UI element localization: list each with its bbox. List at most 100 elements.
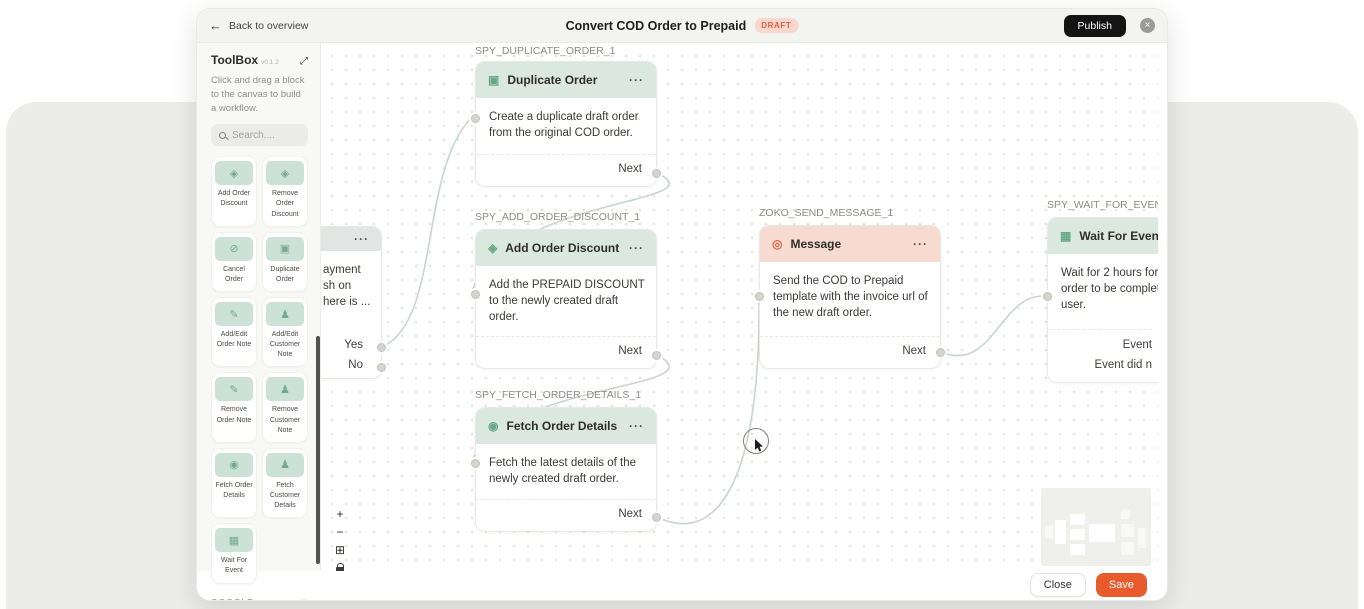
output-port[interactable] bbox=[936, 348, 945, 357]
node-footer: Next bbox=[476, 154, 656, 186]
zoom-in-button[interactable]: + bbox=[336, 506, 344, 521]
node-header: ◈ Add Order Discount ··· bbox=[476, 230, 656, 266]
calendar-icon: ▦ bbox=[228, 534, 240, 547]
save-button[interactable]: Save bbox=[1095, 573, 1147, 597]
input-port[interactable] bbox=[1043, 292, 1052, 301]
node-header: ◎ Message ··· bbox=[760, 226, 940, 262]
node-header: ··· bbox=[321, 227, 381, 251]
workflow-editor-window: ← Back to overview Convert COD Order to … bbox=[196, 8, 1168, 601]
toolbox-item-add-order-discount[interactable]: ◈ Add Order Discount bbox=[211, 156, 257, 227]
toolbox-item-add-edit-customer-note[interactable]: ♟ Add/Edit Customer Note bbox=[262, 297, 308, 368]
output-port[interactable] bbox=[652, 513, 661, 522]
toolbox-item-remove-order-note[interactable]: ✎ Remove Order Note bbox=[211, 372, 257, 443]
node-id-label: ZOKO_SEND_MESSAGE_1 bbox=[759, 207, 894, 219]
tag-icon: ◈ bbox=[280, 167, 290, 180]
node-title: Message bbox=[790, 237, 842, 251]
person-icon: ♟ bbox=[280, 459, 290, 472]
node-menu-icon[interactable]: ··· bbox=[629, 241, 644, 255]
node-body: Wait for 2 hours for order to be complet… bbox=[1061, 267, 1158, 311]
mouse-cursor-icon bbox=[755, 439, 763, 452]
toolbox-item-duplicate-order[interactable]: ▣ Duplicate Order bbox=[262, 231, 308, 292]
toolbox-item-fetch-customer-details[interactable]: ♟ Fetch Customer Details bbox=[262, 447, 308, 519]
node-footer: Next bbox=[476, 336, 656, 368]
close-button[interactable]: Close bbox=[1029, 573, 1086, 597]
sidebar-scrollbar[interactable] bbox=[316, 336, 320, 564]
input-port[interactable] bbox=[755, 292, 764, 301]
back-label: Back to overview bbox=[229, 19, 309, 32]
search-icon bbox=[219, 131, 226, 139]
edge-yes-to-duplicate bbox=[381, 117, 472, 348]
toolbox-search[interactable] bbox=[211, 124, 308, 147]
node-body-text: here is ... bbox=[323, 296, 371, 308]
search-input[interactable] bbox=[232, 129, 302, 141]
details-icon: ◉ bbox=[229, 459, 239, 472]
toolbox-grid: ◈ Add Order Discount ◈ Remove Order Disc… bbox=[211, 156, 308, 584]
publish-button[interactable]: Publish bbox=[1063, 14, 1126, 37]
fit-view-button[interactable]: ⊞ bbox=[334, 542, 346, 557]
node-wait-for-event[interactable]: ▦ Wait For Event Wait for 2 hours for or… bbox=[1043, 217, 1158, 383]
output-label-no: No bbox=[348, 359, 363, 371]
back-to-overview-link[interactable]: ← Back to overview bbox=[209, 19, 308, 32]
input-port[interactable] bbox=[471, 290, 480, 299]
node-condition-partial[interactable]: ··· ayment sh on here is ... Yes No bbox=[321, 226, 386, 379]
node-footer: Event Event did n bbox=[1047, 329, 1152, 379]
node-id-label: SPY_ADD_ORDER_DISCOUNT_1 bbox=[475, 211, 641, 223]
copy-icon: ▣ bbox=[279, 243, 291, 256]
node-title: Add Order Discount bbox=[505, 241, 620, 255]
workflow-edges bbox=[381, 117, 1044, 525]
toolbox-item-cancel-order[interactable]: ⊘ Cancel Order bbox=[211, 231, 257, 292]
close-icon[interactable]: × bbox=[1140, 18, 1155, 33]
node-send-message[interactable]: ◎ Message ··· Send the COD to Prepaid te… bbox=[755, 225, 945, 369]
toolbox-item-remove-customer-note[interactable]: ♟ Remove Customer Note bbox=[262, 372, 308, 443]
lock-button[interactable] bbox=[333, 561, 347, 571]
canvas-controls: + − ⊞ bbox=[333, 507, 347, 571]
node-menu-icon[interactable]: ··· bbox=[629, 73, 644, 87]
node-menu-icon[interactable]: ··· bbox=[629, 419, 644, 433]
node-footer: Next bbox=[476, 499, 656, 531]
titlebar-actions: Publish × bbox=[1063, 14, 1155, 37]
workflow-canvas[interactable]: ··· ayment sh on here is ... Yes No SPY_… bbox=[321, 43, 1158, 571]
cancel-icon: ⊘ bbox=[229, 243, 239, 256]
input-port[interactable] bbox=[471, 459, 480, 468]
toolbox-item-add-edit-order-note[interactable]: ✎ Add/Edit Order Note bbox=[211, 297, 257, 368]
output-label-event-did-not: Event did n bbox=[1094, 359, 1152, 371]
toolbox-title: ToolBox bbox=[211, 53, 259, 67]
node-title: Duplicate Order bbox=[507, 73, 598, 87]
details-icon: ◉ bbox=[488, 419, 499, 433]
output-label-event: Event bbox=[1122, 339, 1152, 351]
expand-icon[interactable]: ⤢ bbox=[300, 56, 308, 67]
node-duplicate-order[interactable]: ▣ Duplicate Order ··· Create a duplicate… bbox=[471, 61, 661, 187]
toolbox-sidebar: ToolBox v0.1.2 ⤢ Click and drag a block … bbox=[197, 43, 321, 600]
note-icon: ✎ bbox=[229, 383, 239, 396]
output-port[interactable] bbox=[652, 351, 661, 360]
node-body: Send the COD to Prepaid template with th… bbox=[773, 275, 928, 319]
node-menu-icon[interactable]: ··· bbox=[913, 237, 928, 251]
minimap[interactable] bbox=[1041, 488, 1151, 566]
sidebar-section-google[interactable]: GOOGLE ∨ bbox=[211, 597, 308, 600]
zoom-out-button[interactable]: − bbox=[336, 524, 344, 539]
draft-status-badge: DRAFT bbox=[754, 18, 799, 33]
chevron-down-icon: ∨ bbox=[301, 597, 308, 600]
node-title: Wait For Event bbox=[1079, 229, 1158, 243]
window-footer: Close Save bbox=[197, 570, 1167, 600]
node-id-label: SPY_FETCH_ORDER_DETAILS_1 bbox=[475, 389, 642, 401]
node-title: Fetch Order Details bbox=[506, 419, 618, 433]
node-body: Create a duplicate draft order from the … bbox=[489, 111, 639, 139]
output-port[interactable] bbox=[377, 363, 386, 372]
main-row: ToolBox v0.1.2 ⤢ Click and drag a block … bbox=[197, 43, 1167, 600]
input-port[interactable] bbox=[471, 114, 480, 123]
lock-icon bbox=[336, 562, 344, 571]
node-menu-icon[interactable]: ··· bbox=[354, 232, 369, 246]
toolbox-item-wait-for-event[interactable]: ▦ Wait For Event bbox=[211, 523, 257, 584]
titlebar: ← Back to overview Convert COD Order to … bbox=[197, 9, 1167, 43]
node-add-order-discount[interactable]: ◈ Add Order Discount ··· Add the PREPAID… bbox=[471, 229, 661, 369]
toolbox-item-remove-order-discount[interactable]: ◈ Remove Order Discount bbox=[262, 156, 308, 227]
node-fetch-order-details[interactable]: ◉ Fetch Order Details ··· Fetch the late… bbox=[471, 407, 661, 532]
output-port[interactable] bbox=[652, 169, 661, 178]
toolbox-item-fetch-order-details[interactable]: ◉ Fetch Order Details bbox=[211, 447, 257, 519]
node-id-label: SPY_DUPLICATE_ORDER_1 bbox=[475, 45, 616, 57]
person-note-icon: ♟ bbox=[280, 308, 290, 321]
output-port[interactable] bbox=[377, 343, 386, 352]
back-arrow-icon: ← bbox=[209, 18, 222, 33]
